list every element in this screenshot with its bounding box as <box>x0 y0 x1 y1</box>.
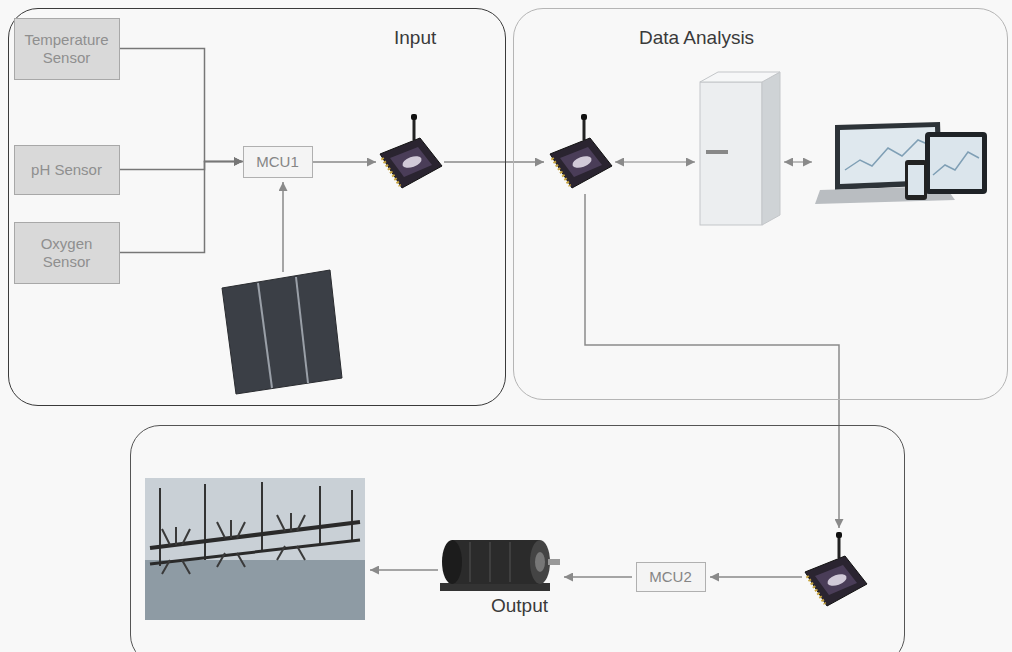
signal-wire <box>444 161 544 163</box>
paddlewheel-aerator <box>162 513 305 545</box>
signal-wire <box>283 162 839 577</box>
solar-cell <box>296 277 308 383</box>
server <box>700 72 780 225</box>
paddlewheel-aerator <box>351 490 353 540</box>
xbee-module <box>550 114 612 188</box>
connector-arrow <box>120 162 243 253</box>
paddlewheel-aerator <box>261 482 263 552</box>
client-devices <box>905 160 927 200</box>
box-label: MCU1 <box>256 153 299 171</box>
paddlewheel-aerator <box>145 560 365 620</box>
box-label: Oxygen Sensor <box>21 235 113 271</box>
signal-wire <box>313 161 376 163</box>
server <box>700 72 780 82</box>
signal-wire <box>710 576 802 578</box>
motor <box>548 559 560 565</box>
client-devices <box>815 122 987 204</box>
signal-wire <box>564 576 632 578</box>
signal-wire <box>784 161 812 163</box>
motor <box>530 540 550 584</box>
client-devices <box>933 152 979 175</box>
sensor-box: Temperature Sensor <box>14 18 120 80</box>
box-label: pH Sensor <box>31 161 102 179</box>
motor <box>452 540 540 584</box>
paddlewheel-aerator <box>145 478 365 620</box>
solar-cell <box>222 270 342 394</box>
panel-title: Data Analysis <box>639 27 754 49</box>
connector-arrow <box>120 49 243 162</box>
motor <box>470 542 471 582</box>
server <box>706 150 728 154</box>
solar-cell <box>222 270 342 394</box>
signal-wire <box>585 194 839 528</box>
server <box>762 72 780 225</box>
motor <box>440 583 550 591</box>
input-panel: Input Temperature Sensor pH SensorOxygen S… <box>8 8 506 406</box>
motor <box>490 542 491 582</box>
server <box>700 82 762 225</box>
motor <box>442 540 462 584</box>
paddlewheel-aerator <box>145 478 365 620</box>
signal-wire <box>370 569 438 571</box>
paddlewheel-aerator <box>162 546 305 574</box>
sensor-box: pH Sensor <box>14 145 120 195</box>
mcu-box: MCU1 <box>243 146 313 178</box>
analysis-panel: Data Analysis <box>513 8 1008 400</box>
connector-arrow <box>120 162 243 170</box>
box-label: MCU2 <box>649 568 692 586</box>
sensor-box: Oxygen Sensor <box>14 222 120 284</box>
solar-cell <box>258 283 272 388</box>
client-devices <box>925 132 987 194</box>
xbee-module <box>380 114 442 188</box>
client-devices <box>908 165 924 195</box>
client-devices <box>930 137 982 189</box>
paddlewheel-aerator <box>159 488 161 566</box>
panel-title: Input <box>394 27 436 49</box>
paddlewheel-aerator <box>319 486 321 545</box>
mcu-box: MCU2 <box>636 562 706 592</box>
motor <box>535 552 545 572</box>
signal-wire <box>615 161 695 163</box>
paddlewheel-aerator <box>204 484 206 560</box>
motor <box>440 540 560 591</box>
xbee-module <box>805 532 867 606</box>
output-panel: Output MCU2 <box>130 425 905 652</box>
motor <box>510 542 511 582</box>
panel-title: Output <box>491 595 548 617</box>
signal-wire <box>282 182 284 272</box>
box-label: Temperature Sensor <box>21 31 113 67</box>
